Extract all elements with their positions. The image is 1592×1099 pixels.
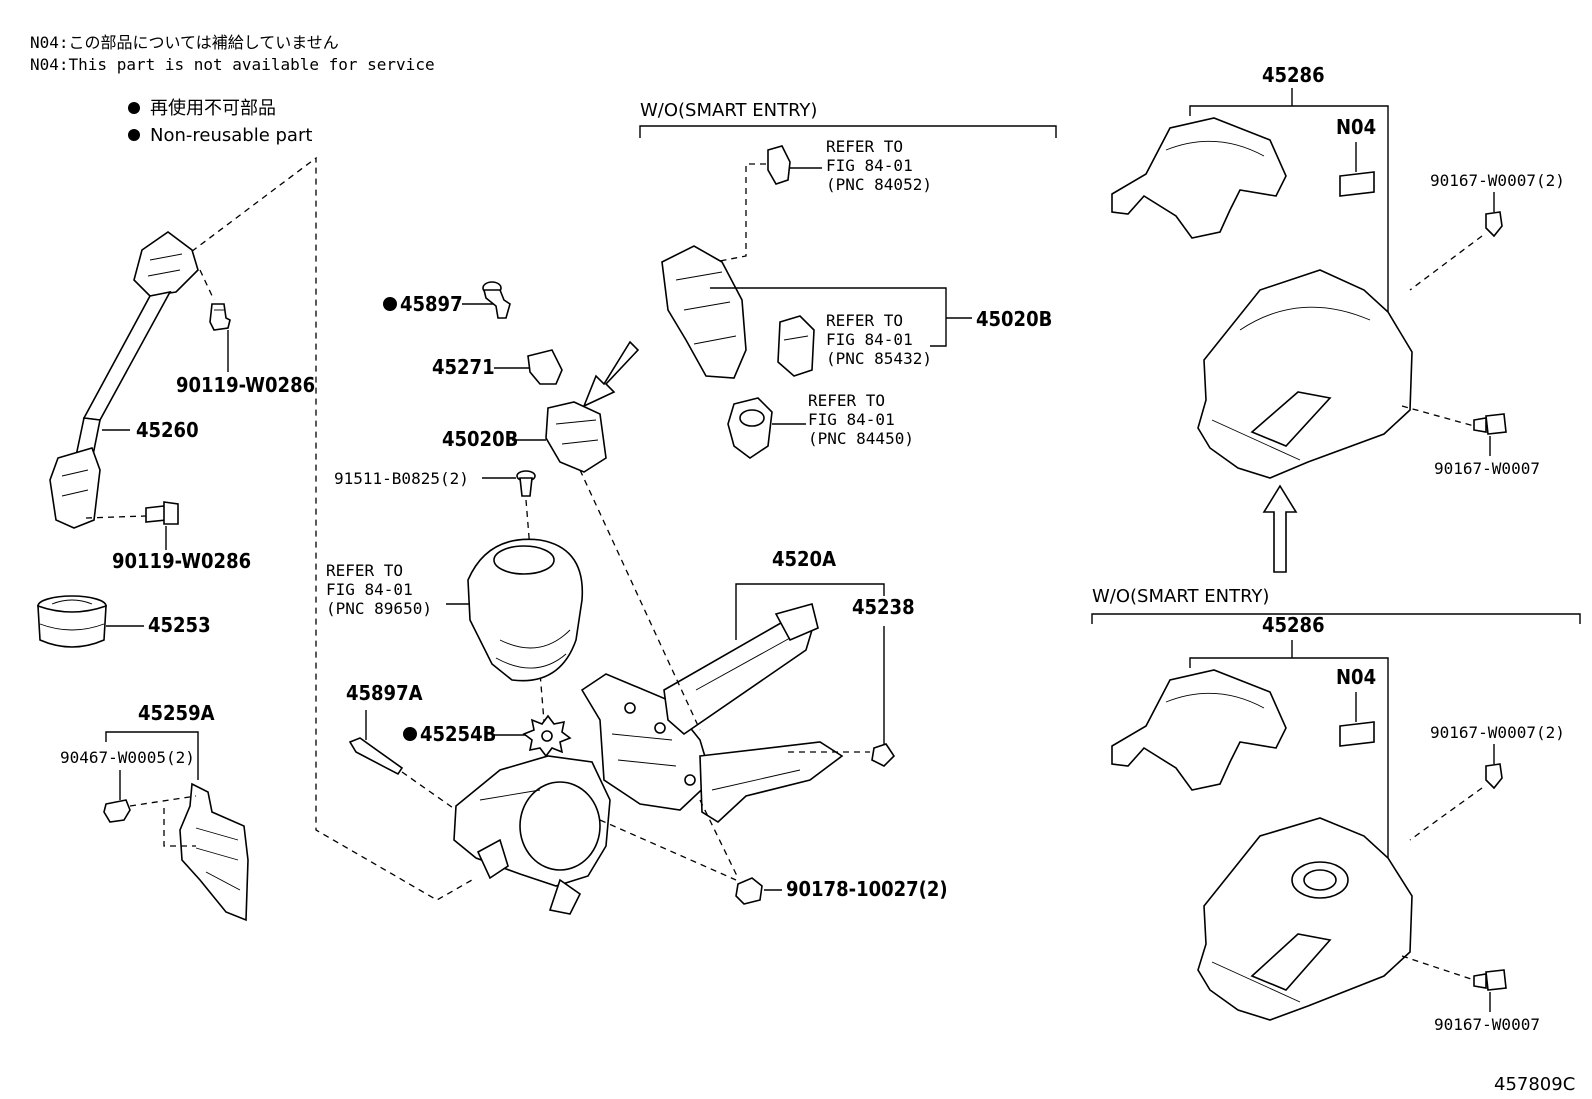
group-wo-smart-entry-top: W/O(SMART ENTRY): [640, 100, 817, 121]
ref2-line1: REFER TO: [826, 311, 903, 330]
ref4-line1: REFER TO: [326, 561, 403, 580]
label-45286-bottom: 45286: [1262, 613, 1325, 637]
screw-90167-2-top-part: [1485, 211, 1503, 238]
non-reusable-dot-icon: [383, 297, 397, 311]
label-45286-top: 45286: [1262, 63, 1325, 87]
steering-lock-45020B-part: [545, 401, 607, 473]
clip-90467-part: [103, 799, 131, 823]
motor-unit-89650-part: [467, 538, 584, 682]
upper-column-cover-bottom-part: [1111, 669, 1287, 791]
bolt-45897-part: [482, 281, 511, 319]
n04-label-plate-top: [1339, 171, 1375, 197]
label-45238: 45238: [852, 595, 915, 619]
lower-column-cover-top-part: [1197, 269, 1413, 479]
non-reusable-dot-icon: [128, 102, 140, 114]
screw-90167-top-part: [1473, 413, 1507, 435]
ignition-switch-part: [661, 245, 747, 379]
ref3-line2: FIG 84-01: [808, 410, 895, 429]
label-45020B-right: 45020B: [976, 307, 1052, 331]
legend-non-reusable-english: Non-reusable part: [150, 125, 312, 146]
label-91511: 91511-B0825(2): [334, 469, 469, 488]
grommet-90178-part: [735, 877, 763, 905]
label-N04-bottom: N04: [1336, 665, 1376, 689]
screw-90167-bottom-part: [1473, 969, 1507, 991]
label-90119-bottom: 90119-W0286: [112, 549, 251, 573]
label-45253: 45253: [148, 613, 211, 637]
label-45254B: 45254B: [420, 722, 496, 746]
label-4520A: 4520A: [772, 547, 836, 571]
up-arrow-icon: [1262, 484, 1298, 573]
connector-84052-part: [767, 145, 791, 185]
assembly-dashed-guide: [182, 156, 473, 901]
non-reusable-dot-icon: [128, 129, 140, 141]
label-45271: 45271: [432, 355, 495, 379]
gear-45254B-part: [522, 714, 572, 758]
label-45897A: 45897A: [346, 681, 423, 705]
ref4-line3: (PNC 89650): [326, 599, 432, 618]
ref1-line2: FIG 84-01: [826, 156, 913, 175]
ref1-line1: REFER TO: [826, 137, 903, 156]
intermediate-shaft-part: [49, 231, 199, 529]
label-90167-top: 90167-W0007: [1434, 459, 1540, 478]
nut-45238-part: [871, 743, 896, 767]
note-n04-english: N04:This part is not available for servi…: [30, 55, 435, 74]
label-90167-bottom: 90167-W0007: [1434, 1015, 1540, 1034]
bolt-90119-top-part: [209, 303, 231, 331]
key-cylinder-84450-part: [727, 397, 773, 459]
note-n04-japanese: N04:この部品については補給していません: [30, 33, 339, 52]
legend-non-reusable-japanese: 再使用不可部品: [150, 98, 276, 119]
label-N04-top: N04: [1336, 115, 1376, 139]
ref2-line2: FIG 84-01: [826, 330, 913, 349]
switch-85432-part: [777, 315, 815, 377]
n04-label-plate-bottom: [1339, 721, 1375, 747]
label-45260: 45260: [136, 418, 199, 442]
ref3-line3: (PNC 84450): [808, 429, 914, 448]
screw-90167-2-bottom-part: [1485, 763, 1503, 790]
non-reusable-dot-icon: [403, 727, 417, 741]
direction-arrow-icon: [582, 340, 640, 408]
ref4-line2: FIG 84-01: [326, 580, 413, 599]
label-45897: 45897: [400, 292, 463, 316]
figure-id: 457809C: [1494, 1074, 1575, 1095]
bolt-91511-part: [516, 470, 536, 497]
boot-45253-part: [37, 595, 107, 648]
steering-column-assembly-part: [453, 603, 844, 915]
ref3-line1: REFER TO: [808, 391, 885, 410]
label-90167-2-top: 90167-W0007(2): [1430, 171, 1565, 190]
label-90167-2-bottom: 90167-W0007(2): [1430, 723, 1565, 742]
upper-column-cover-top-part: [1111, 117, 1287, 239]
cover-45271-part: [527, 349, 563, 385]
label-90178: 90178-10027(2): [786, 877, 948, 901]
label-90119-top: 90119-W0286: [176, 373, 315, 397]
lower-column-cover-bottom-part: [1197, 817, 1413, 1021]
ref1-line3: (PNC 84052): [826, 175, 932, 194]
ref2-line3: (PNC 85432): [826, 349, 932, 368]
group-wo-smart-entry-right: W/O(SMART ENTRY): [1092, 586, 1269, 607]
label-45020B-center: 45020B: [442, 427, 518, 451]
column-cover-bracket-part: [179, 782, 249, 922]
label-90467: 90467-W0005(2): [60, 748, 195, 767]
label-45259A: 45259A: [138, 701, 215, 725]
bolt-90119-bottom-part: [145, 501, 179, 525]
bolt-45897A-part: [348, 737, 404, 776]
